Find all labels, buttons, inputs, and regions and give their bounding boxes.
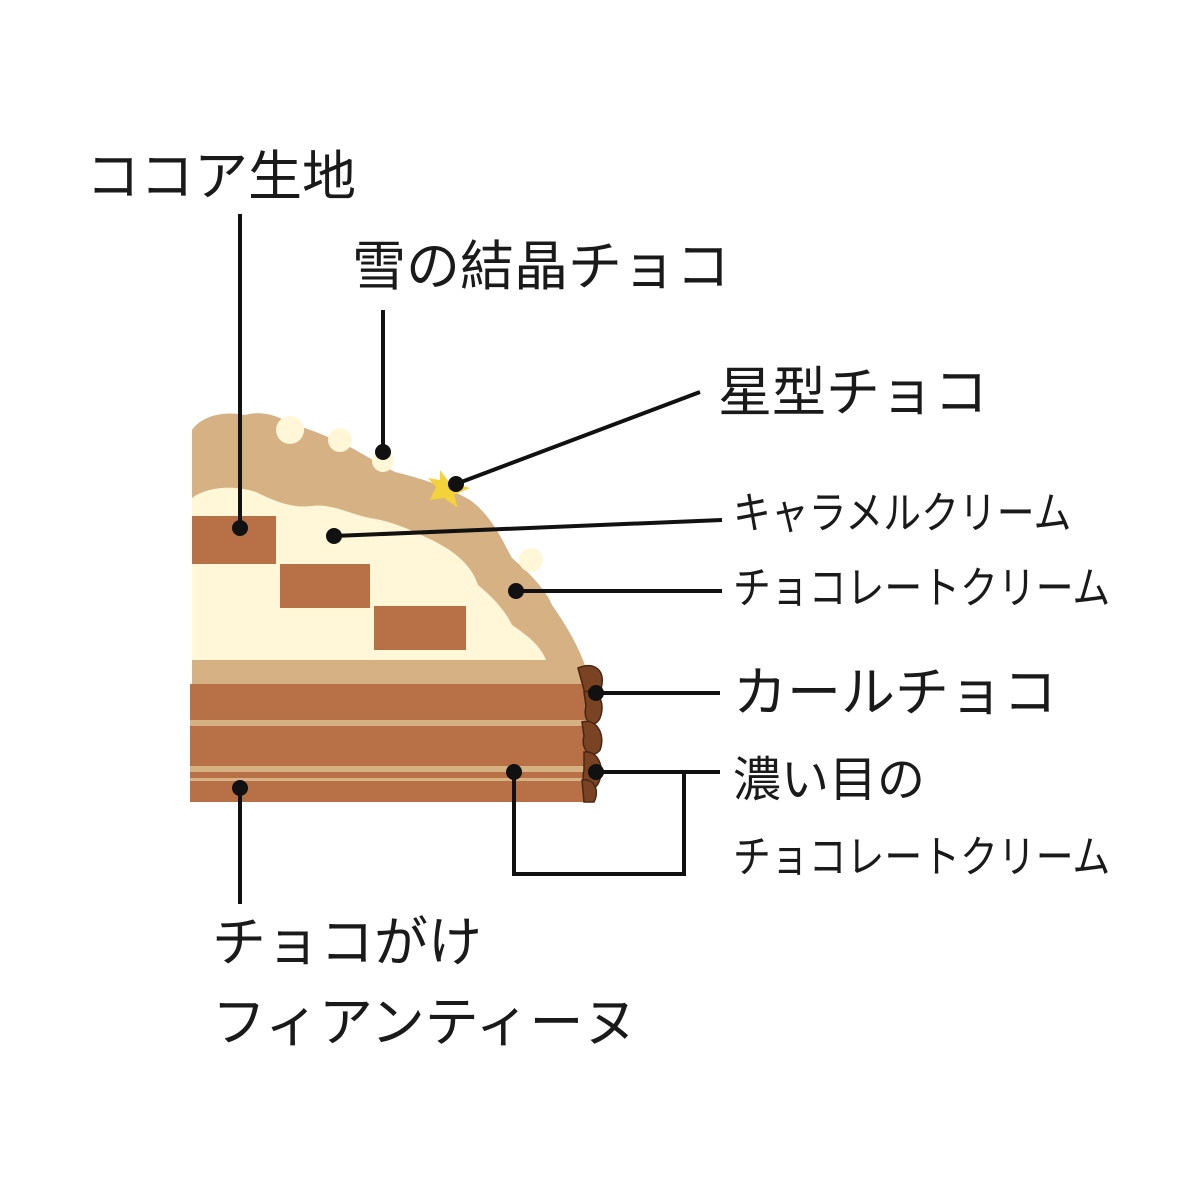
dot-cocoa-dough [232, 520, 248, 536]
label-star-choco: 星型チョコ [718, 361, 988, 424]
leader-caramel [333, 518, 723, 538]
label-choco-cream: チョコレートクリーム [733, 563, 1111, 614]
cocoa-square [280, 564, 370, 608]
label-dark-cream-line1: 濃い目の [733, 752, 926, 808]
dot-dark-cream-left [506, 764, 522, 780]
dot-dark-cream-right [588, 764, 604, 780]
snow-ball [519, 548, 543, 572]
label-financier-line2: フィアンティーヌ [212, 991, 638, 1054]
star-chocolate [428, 470, 470, 508]
dot-choco-cream [508, 583, 524, 599]
cocoa-square [374, 606, 466, 650]
leader-lines [238, 214, 723, 904]
dot-caramel [326, 528, 342, 544]
dot-financier [232, 780, 248, 796]
dark-cream-seam [190, 766, 586, 772]
label-curl-choco: カールチョコ [733, 661, 1057, 724]
leader-dots [232, 444, 604, 796]
sponge-base [190, 684, 586, 802]
leader-star [455, 390, 701, 486]
label-dark-cream-line2: チョコレートクリーム [733, 832, 1111, 883]
dot-snow-crystal [375, 444, 391, 460]
label-financier-line1: チョコがけ [212, 911, 482, 974]
leader-dark-cream [512, 770, 720, 876]
snow-ball [276, 416, 304, 444]
dot-star [448, 476, 464, 492]
dark-cream-seam [190, 778, 586, 781]
label-caramel-cream: キャラメルクリーム [733, 488, 1072, 539]
label-snow-crystal-choco: 雪の結晶チョコ [352, 235, 730, 298]
dark-cream-seam [190, 720, 586, 726]
label-cocoa-dough: ココア生地 [86, 145, 356, 208]
dot-curl [588, 685, 604, 701]
snow-ball [328, 428, 352, 452]
